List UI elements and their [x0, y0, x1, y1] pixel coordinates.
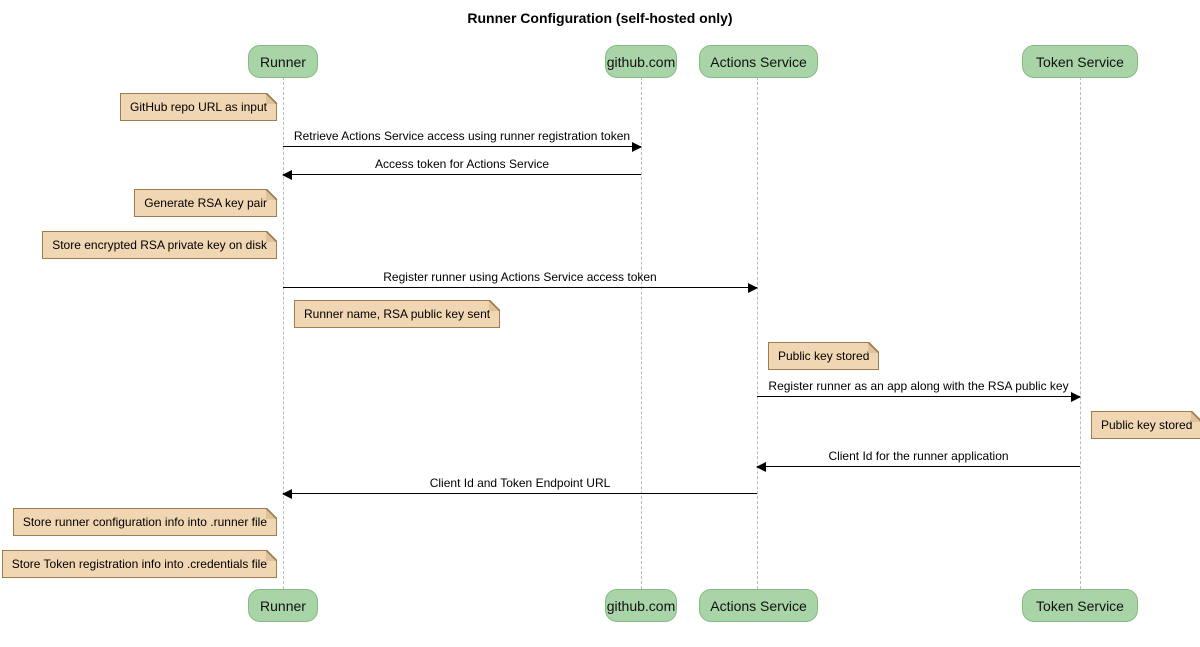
message-line: [282, 489, 757, 499]
note-5: Public key stored: [768, 342, 880, 370]
lifeline-token: [1079, 77, 1081, 589]
arrow-head-icon: [1071, 392, 1081, 402]
participant-github-bottom: github.com: [605, 589, 677, 622]
participant-actions-bottom: Actions Service: [699, 589, 818, 622]
message-label: Client Id and Token Endpoint URL: [429, 476, 611, 490]
participant-runner-bottom: Runner: [248, 589, 318, 622]
note-8: Store Token registration info into .cred…: [1, 550, 278, 578]
message-label: Register runner using Actions Service ac…: [383, 270, 657, 284]
message-label: Retrieve Actions Service access using ru…: [293, 129, 631, 143]
message-line: [283, 283, 758, 293]
message-line: [282, 170, 641, 180]
participant-token-top: Token Service: [1022, 45, 1138, 78]
message-line: [756, 462, 1080, 472]
message-label: Register runner as an app along with the…: [768, 379, 1069, 393]
note-2: Generate RSA key pair: [134, 189, 277, 217]
message-4: Register runner as an app along with the…: [757, 379, 1081, 402]
arrow-head-icon: [756, 462, 766, 472]
message-5: Client Id for the runner application: [756, 449, 1080, 472]
message-label: Access token for Actions Service: [374, 157, 550, 171]
arrow-head-icon: [282, 170, 292, 180]
message-1: Retrieve Actions Service access using ru…: [283, 129, 642, 152]
message-label: Client Id for the runner application: [828, 449, 1009, 463]
diagram-title: Runner Configuration (self-hosted only): [467, 10, 733, 26]
participant-github-top: github.com: [605, 45, 677, 78]
note-3: Store encrypted RSA private key on disk: [42, 231, 277, 259]
participant-actions-top: Actions Service: [699, 45, 818, 78]
arrow-head-icon: [632, 142, 642, 152]
arrow-head-icon: [282, 489, 292, 499]
message-6: Client Id and Token Endpoint URL: [282, 476, 757, 499]
note-6: Public key stored: [1091, 411, 1200, 439]
note-1: GitHub repo URL as input: [120, 93, 277, 121]
participant-runner-top: Runner: [248, 45, 318, 78]
lifeline-runner: [282, 77, 284, 589]
message-2: Access token for Actions Service: [282, 157, 641, 180]
message-3: Register runner using Actions Service ac…: [283, 270, 758, 293]
note-4: Runner name, RSA public key sent: [294, 300, 501, 328]
note-7: Store runner configuration info into .ru…: [12, 508, 278, 536]
arrow-head-icon: [748, 283, 758, 293]
participant-token-bottom: Token Service: [1022, 589, 1138, 622]
message-line: [283, 142, 642, 152]
lifeline-actions: [756, 77, 758, 589]
message-line: [757, 392, 1081, 402]
lifeline-github: [640, 77, 642, 589]
